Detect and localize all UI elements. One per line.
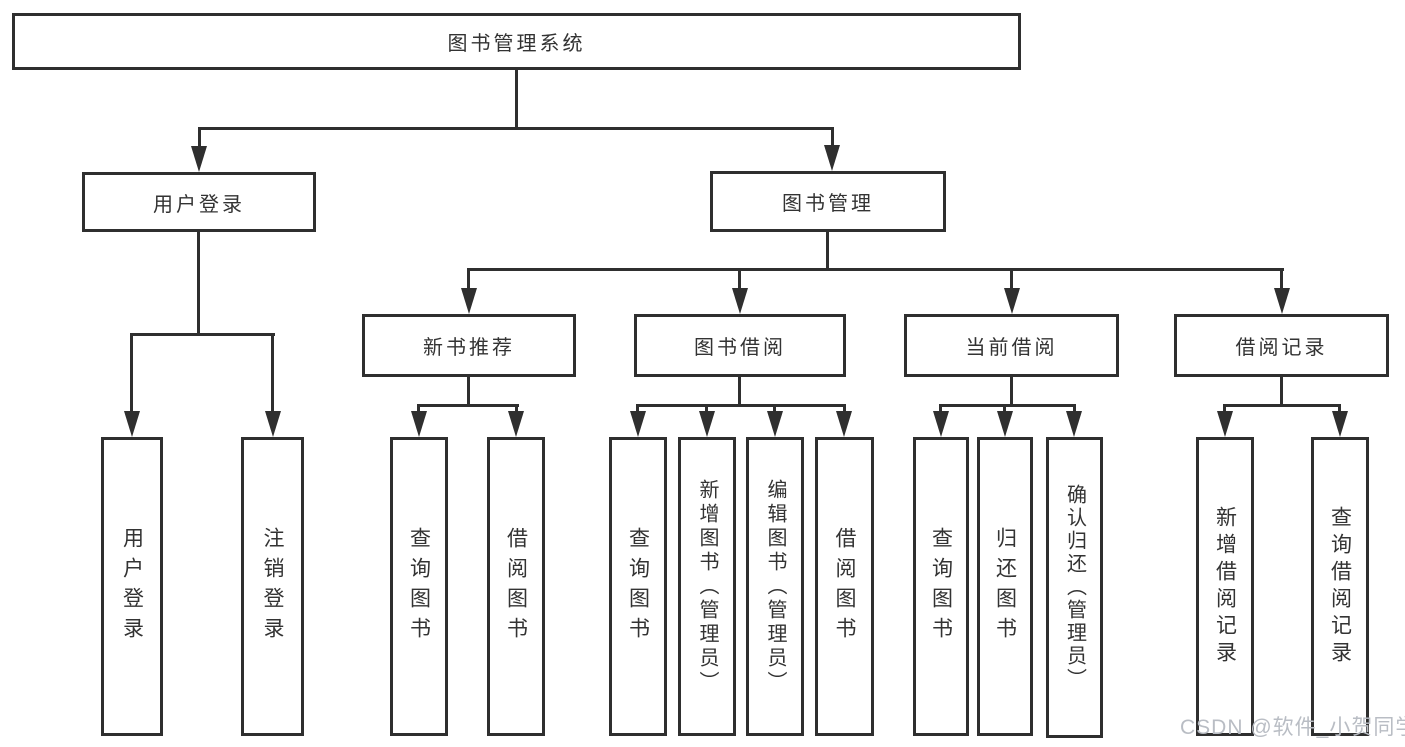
node-current-borrow: 当前借阅 [904, 314, 1119, 377]
connector-line [467, 268, 1284, 271]
connector-line [515, 70, 518, 130]
leaf-query-borrow-record: 查询借阅记录 [1311, 437, 1369, 736]
node-label: 图书借阅 [694, 337, 786, 359]
arrow-down-icon [1332, 411, 1348, 437]
leaf-label: 确认归还（管理员） [1063, 484, 1086, 691]
node-library-management-system: 图书管理系统 [12, 13, 1021, 70]
arrow-down-icon [191, 146, 207, 172]
leaf-label: 用户登录 [120, 526, 144, 647]
leaf-label: 新增借阅记录 [1213, 505, 1237, 668]
connector-line [467, 268, 470, 288]
leaf-confirm-return-admin: 确认归还（管理员） [1046, 437, 1103, 738]
node-borrow-records: 借阅记录 [1174, 314, 1389, 377]
connector-line [705, 404, 708, 411]
arrow-down-icon [933, 411, 949, 437]
leaf-query-books: 查询图书 [609, 437, 667, 736]
connector-line [271, 333, 274, 411]
leaf-label: 归还图书 [993, 526, 1017, 647]
leaf-label: 查询图书 [626, 526, 650, 647]
connector-line [773, 404, 776, 411]
leaf-logout: 注销登录 [241, 437, 304, 736]
leaf-add-borrow-record: 新增借阅记录 [1196, 437, 1254, 736]
leaf-query-books-recommend: 查询图书 [390, 437, 448, 736]
leaf-label: 查询借阅记录 [1328, 505, 1352, 668]
connector-line [636, 404, 846, 407]
connector-line [515, 404, 518, 411]
arrow-down-icon [411, 411, 427, 437]
node-book-borrow: 图书借阅 [634, 314, 846, 377]
connector-line [197, 231, 200, 336]
connector-line [417, 404, 420, 411]
node-label: 借阅记录 [1235, 337, 1328, 359]
leaf-edit-books-admin: 编辑图书（管理员） [746, 437, 804, 736]
arrow-down-icon [461, 288, 477, 314]
node-book-management: 图书管理 [710, 171, 946, 232]
connector-line [1010, 377, 1013, 406]
node-label: 图书管理系统 [447, 33, 586, 55]
connector-line [1223, 404, 1226, 411]
arrow-down-icon [1004, 288, 1020, 314]
connector-line [1338, 404, 1341, 411]
connector-line [939, 404, 942, 411]
leaf-label: 新增图书（管理员） [696, 478, 718, 695]
connector-line [130, 333, 133, 411]
connector-line [1280, 268, 1283, 288]
arrow-down-icon [767, 411, 783, 437]
connector-line [1073, 404, 1076, 411]
leaf-return-books: 归还图书 [977, 437, 1033, 736]
arrow-down-icon [699, 411, 715, 437]
connector-line [198, 127, 201, 149]
arrow-down-icon [732, 288, 748, 314]
arrow-down-icon [508, 411, 524, 437]
leaf-user-login: 用户登录 [101, 437, 163, 736]
connector-line [831, 127, 834, 147]
node-label: 图书管理 [782, 193, 874, 215]
connector-line [467, 377, 470, 406]
arrow-down-icon [1274, 288, 1290, 314]
connector-line [636, 404, 639, 411]
arrow-down-icon [997, 411, 1013, 437]
connector-line [826, 231, 829, 271]
connector-line [417, 404, 519, 407]
arrow-down-icon [124, 411, 140, 437]
connector-line [1003, 404, 1006, 411]
leaf-query-books-current: 查询图书 [913, 437, 969, 736]
leaf-label: 借阅图书 [833, 526, 856, 647]
leaf-label: 编辑图书（管理员） [764, 478, 786, 695]
connector-line [939, 404, 1076, 407]
arrow-down-icon [630, 411, 646, 437]
node-user-login: 用户登录 [82, 172, 316, 232]
node-label: 当前借阅 [965, 337, 1058, 359]
connector-line [198, 127, 834, 130]
arrow-down-icon [265, 411, 281, 437]
leaf-label: 注销登录 [261, 526, 284, 647]
leaf-label: 查询图书 [407, 526, 431, 647]
leaf-add-books-admin: 新增图书（管理员） [678, 437, 736, 736]
node-label: 用户登录 [153, 193, 245, 216]
leaf-label: 查询图书 [929, 526, 953, 647]
connector-line [738, 377, 741, 406]
arrow-down-icon [1217, 411, 1233, 437]
connector-line [1280, 377, 1283, 406]
connector-line [1010, 268, 1013, 288]
arrow-down-icon [1066, 411, 1082, 437]
node-new-book-recommend: 新书推荐 [362, 314, 576, 377]
connector-line [1223, 404, 1341, 407]
connector-line [130, 333, 275, 336]
connector-line [738, 268, 741, 288]
csdn-watermark: CSDN @软件_小贺同学 [1180, 716, 1405, 739]
arrow-down-icon [836, 411, 852, 437]
node-label: 新书推荐 [423, 337, 515, 359]
leaf-borrow-books-recommend: 借阅图书 [487, 437, 545, 736]
leaf-borrow-books: 借阅图书 [815, 437, 874, 736]
connector-line [843, 404, 846, 411]
leaf-label: 借阅图书 [504, 526, 528, 647]
arrow-down-icon [824, 145, 840, 171]
